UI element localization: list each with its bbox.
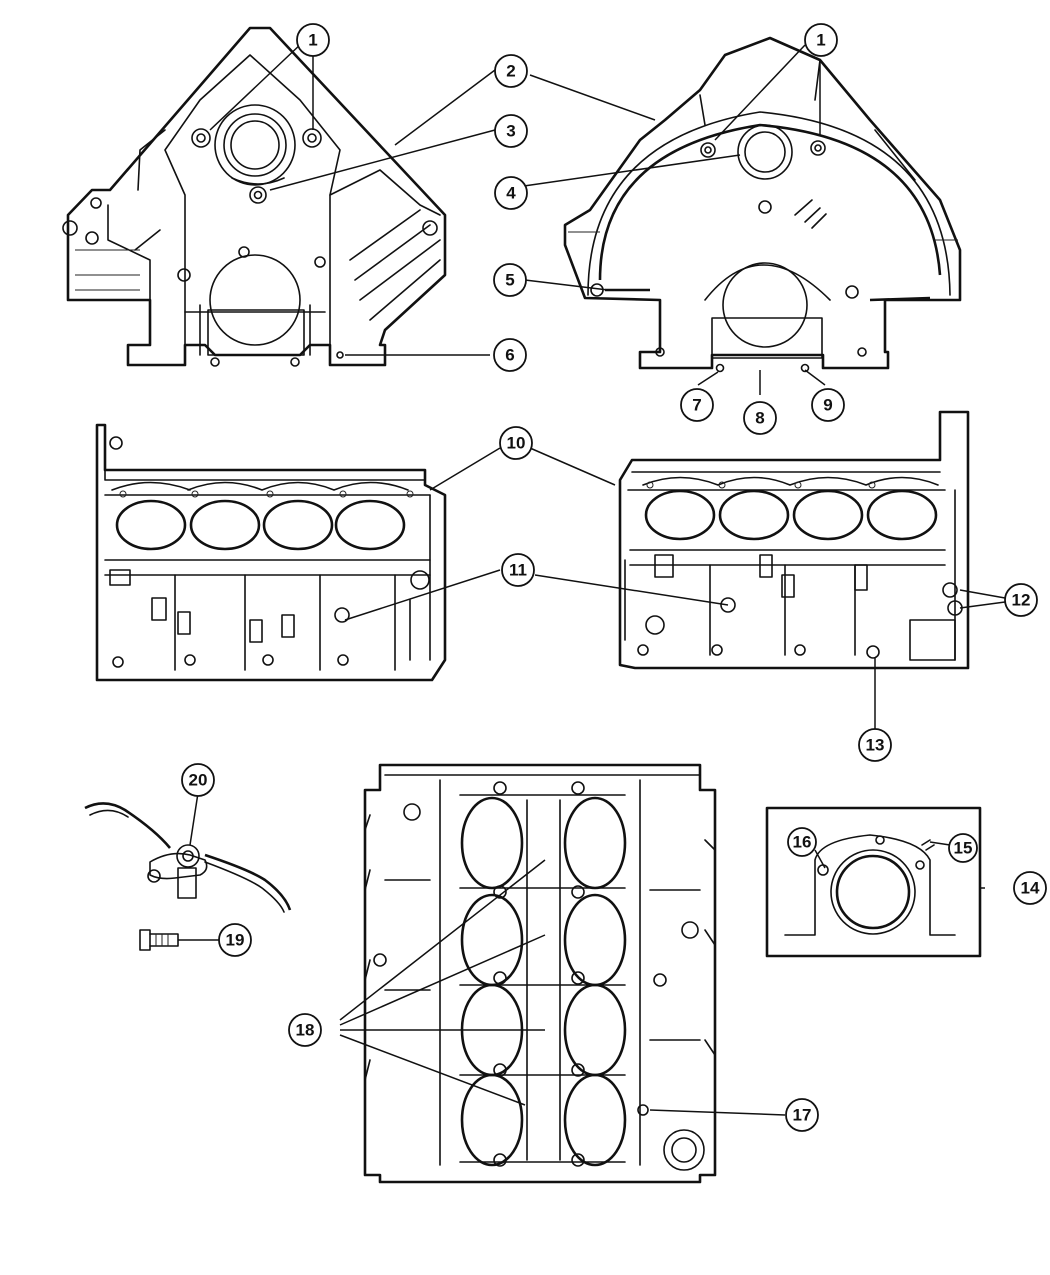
callout-circle	[296, 23, 330, 57]
callout-16: 16	[787, 827, 817, 857]
callout-number: 18	[296, 1021, 315, 1040]
callout-circle	[858, 728, 892, 762]
leader-lines	[178, 41, 1006, 1116]
callout-9: 9	[811, 388, 845, 422]
engine-block-right-side-view	[618, 410, 970, 670]
callout-circle	[494, 176, 528, 210]
callout-1a: 1	[296, 23, 330, 57]
callout-11: 11	[501, 553, 535, 587]
bolt	[139, 929, 179, 951]
callout-circle	[288, 1013, 322, 1047]
callout-17: 17	[785, 1098, 819, 1132]
engine-block-front-view	[62, 26, 447, 367]
engine-block-rear-view	[563, 36, 962, 373]
callout-circle	[494, 54, 528, 88]
callout-circle	[804, 23, 838, 57]
callout-number: 9	[823, 396, 832, 415]
callout-circle	[493, 263, 527, 297]
callout-number: 8	[755, 409, 764, 428]
callout-14: 14	[1013, 871, 1047, 905]
callout-7: 7	[680, 388, 714, 422]
callout-number: 19	[226, 931, 245, 950]
callout-circle	[493, 338, 527, 372]
callout-number: 16	[793, 833, 812, 852]
callout-circle	[785, 1098, 819, 1132]
callout-3: 3	[494, 114, 528, 148]
callout-number: 4	[506, 184, 516, 203]
callout-15: 15	[948, 833, 978, 863]
callout-circle	[948, 833, 978, 863]
callout-circle	[218, 923, 252, 957]
callout-circle	[1013, 871, 1047, 905]
callout-number: 3	[506, 122, 515, 141]
callout-number: 1	[816, 31, 825, 50]
callout-number: 17	[793, 1106, 812, 1125]
callout-circle	[1004, 583, 1038, 617]
callout-4: 4	[494, 176, 528, 210]
callout-13: 13	[858, 728, 892, 762]
callout-circle	[499, 426, 533, 460]
callout-circle	[680, 388, 714, 422]
callout-number: 13	[866, 736, 885, 755]
callout-12: 12	[1004, 583, 1038, 617]
callout-number: 6	[505, 346, 514, 365]
callout-number: 15	[954, 839, 973, 858]
callout-20: 20	[181, 763, 215, 797]
callout-circle	[787, 827, 817, 857]
callout-circle	[181, 763, 215, 797]
callout-number: 7	[692, 396, 701, 415]
callout-number: 2	[506, 62, 515, 81]
callout-number: 11	[509, 561, 527, 580]
callout-number: 1	[308, 31, 317, 50]
callout-number: 14	[1021, 879, 1040, 898]
callout-circle	[501, 553, 535, 587]
callout-circle	[494, 114, 528, 148]
callout-number: 5	[505, 271, 514, 290]
sensor-with-harness	[84, 802, 292, 913]
callout-circle	[811, 388, 845, 422]
callout-number: 10	[507, 434, 526, 453]
callout-1b: 1	[804, 23, 838, 57]
callout-6: 6	[493, 338, 527, 372]
engine-block-bottom-view	[363, 763, 717, 1184]
callout-2: 2	[494, 54, 528, 88]
callout-18: 18	[288, 1013, 322, 1047]
callout-5: 5	[493, 263, 527, 297]
callout-number: 12	[1012, 591, 1031, 610]
callout-number: 20	[189, 771, 208, 790]
callout-circle	[743, 401, 777, 435]
callout-8: 8	[743, 401, 777, 435]
callout-10: 10	[499, 426, 533, 460]
engine-block-left-side-view	[95, 423, 447, 682]
callout-19: 19	[218, 923, 252, 957]
